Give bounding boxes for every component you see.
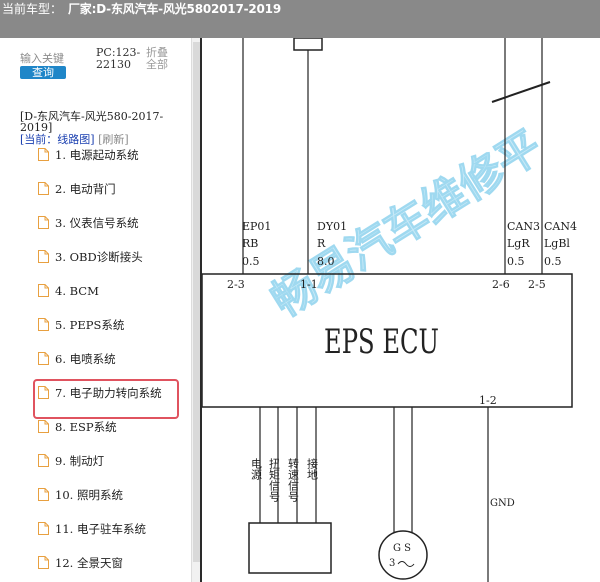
nav-item-label: 10. 照明系统 bbox=[55, 488, 123, 502]
sensor-label-torque: 扭矩信号 bbox=[268, 457, 281, 503]
search-input[interactable] bbox=[20, 51, 80, 65]
nav-item[interactable]: 6. 电喷系统 bbox=[38, 350, 116, 368]
pin-1-1: 1-1 bbox=[300, 278, 318, 291]
nav-item-label: 3. OBD诊断接头 bbox=[55, 250, 143, 264]
pane-divider bbox=[200, 38, 202, 582]
wire-code: EP01 bbox=[242, 220, 271, 233]
wire-label-dy01: DY01 R 8.0 bbox=[317, 220, 347, 268]
nav-item-label: 7. 电子助力转向系统 bbox=[55, 386, 162, 400]
wire-gauge: 0.5 bbox=[507, 255, 525, 268]
document-icon bbox=[38, 216, 49, 229]
document-icon bbox=[38, 454, 49, 467]
nav-item-label: 6. 电喷系统 bbox=[55, 352, 116, 366]
wire-gauge: 8.0 bbox=[317, 255, 335, 268]
nav-item-label: 4. BCM bbox=[55, 284, 99, 298]
scrollbar-thumb[interactable] bbox=[193, 42, 200, 562]
top-bar: 当前车型： 厂家:D-东风汽车-风光5802017-2019 bbox=[0, 0, 600, 38]
document-icon bbox=[38, 386, 49, 399]
wire-color: RB bbox=[242, 237, 258, 250]
ecu-title: EPS ECU bbox=[324, 322, 439, 362]
document-icon bbox=[38, 148, 49, 161]
nav-item[interactable]: 4. BCM bbox=[38, 282, 99, 300]
fuse-box bbox=[293, 38, 323, 51]
pc-code: PC:123-22130 bbox=[96, 46, 141, 71]
document-icon bbox=[38, 284, 49, 297]
nav-item[interactable]: 3. 仪表信号系统 bbox=[38, 214, 139, 232]
current-car-label: 当前车型： bbox=[2, 2, 63, 16]
nav-item-label: 5. PEPS系统 bbox=[55, 318, 125, 332]
pin-2-6: 2-6 bbox=[492, 278, 510, 291]
selected-item-highlight bbox=[33, 379, 179, 419]
document-icon bbox=[38, 420, 49, 433]
nav-item-label: 3. 仪表信号系统 bbox=[55, 216, 139, 230]
pin-2-5: 2-5 bbox=[528, 278, 546, 291]
document-icon bbox=[38, 556, 49, 569]
sensor-label-power: 电源 bbox=[250, 458, 263, 481]
query-button[interactable]: 查询 bbox=[20, 66, 66, 79]
wire-label-can3: CAN3 LgR 0.5 bbox=[507, 220, 540, 268]
document-icon bbox=[38, 318, 49, 331]
collapse-all-button[interactable]: 折叠全部 bbox=[146, 46, 168, 71]
wire-code: DY01 bbox=[317, 220, 347, 233]
current-view-link[interactable]: [当前：线路图] bbox=[20, 133, 95, 146]
nav-item[interactable]: 5. PEPS系统 bbox=[38, 316, 124, 334]
nav-item[interactable]: 7. 电子助力转向系统 bbox=[38, 384, 162, 402]
nav-item[interactable]: 11. 电子驻车系统 bbox=[38, 520, 146, 538]
sensor-label-speed: 转速信号 bbox=[287, 457, 300, 503]
nav-item[interactable]: 9. 制动灯 bbox=[38, 452, 104, 470]
wire-code: CAN3 bbox=[507, 220, 540, 233]
document-icon bbox=[38, 250, 49, 263]
nav-item[interactable]: 3. OBD诊断接头 bbox=[38, 248, 143, 266]
nav-item-label: 2. 电动背门 bbox=[55, 182, 116, 196]
torque-sensor-box bbox=[248, 522, 332, 574]
wire-label-ep01: EP01 RB 0.5 bbox=[242, 220, 271, 268]
pin-2-3: 2-3 bbox=[227, 278, 245, 291]
motor-wave bbox=[397, 561, 415, 567]
document-icon bbox=[38, 488, 49, 501]
wire-gauge: 0.5 bbox=[544, 255, 562, 268]
document-icon bbox=[38, 352, 49, 365]
refresh-link[interactable]: [刷新] bbox=[98, 133, 129, 146]
sidebar-scrollbar[interactable] bbox=[191, 38, 201, 582]
nav-item-label: 8. ESP系统 bbox=[55, 420, 117, 434]
wire-color: LgBl bbox=[544, 237, 570, 250]
motor-number: 3 bbox=[389, 558, 395, 569]
current-row: [当前：线路图] [刷新] bbox=[20, 134, 129, 146]
wiring-diagram-svg: 畅易汽车维修平 EP01 RB 0.5 DY01 R 8.0 CAN3 LgR … bbox=[202, 38, 577, 582]
pin-1-2: 1-2 bbox=[479, 394, 497, 407]
wiring-diagram: 畅易汽车维修平 EP01 RB 0.5 DY01 R 8.0 CAN3 LgR … bbox=[202, 38, 600, 582]
twisted-pair-mark bbox=[491, 81, 551, 103]
motor-symbol bbox=[378, 530, 428, 580]
nav-item[interactable]: 8. ESP系统 bbox=[38, 418, 117, 436]
document-icon bbox=[38, 182, 49, 195]
nav-item[interactable]: 1. 电源起动系统 bbox=[38, 146, 139, 164]
nav-item-label: 12. 全景天窗 bbox=[55, 556, 123, 570]
eps-ecu-box bbox=[202, 273, 573, 408]
document-icon bbox=[38, 522, 49, 535]
gnd-label: GND bbox=[490, 498, 515, 509]
sensor-label-ground: 接地 bbox=[306, 458, 319, 480]
wire-label-can4: CAN4 LgBl 0.5 bbox=[544, 220, 577, 268]
nav-item-label: 9. 制动灯 bbox=[55, 454, 105, 468]
car-path: [D-东风汽车-风光580-2017-2019] bbox=[20, 110, 164, 134]
wire-code: CAN4 bbox=[544, 220, 577, 233]
wire-color: R bbox=[317, 237, 326, 250]
wire-gauge: 0.5 bbox=[242, 255, 260, 268]
wire-color: LgR bbox=[507, 237, 530, 250]
nav-item-label: 1. 电源起动系统 bbox=[55, 148, 139, 162]
nav-item[interactable]: 10. 照明系统 bbox=[38, 486, 123, 504]
current-car-name: 厂家:D-东风汽车-风光5802017-2019 bbox=[68, 2, 281, 16]
nav-item-label: 11. 电子驻车系统 bbox=[55, 522, 146, 536]
motor-label: G S bbox=[393, 543, 411, 554]
nav-item[interactable]: 12. 全景天窗 bbox=[38, 554, 123, 572]
nav-item[interactable]: 2. 电动背门 bbox=[38, 180, 116, 198]
